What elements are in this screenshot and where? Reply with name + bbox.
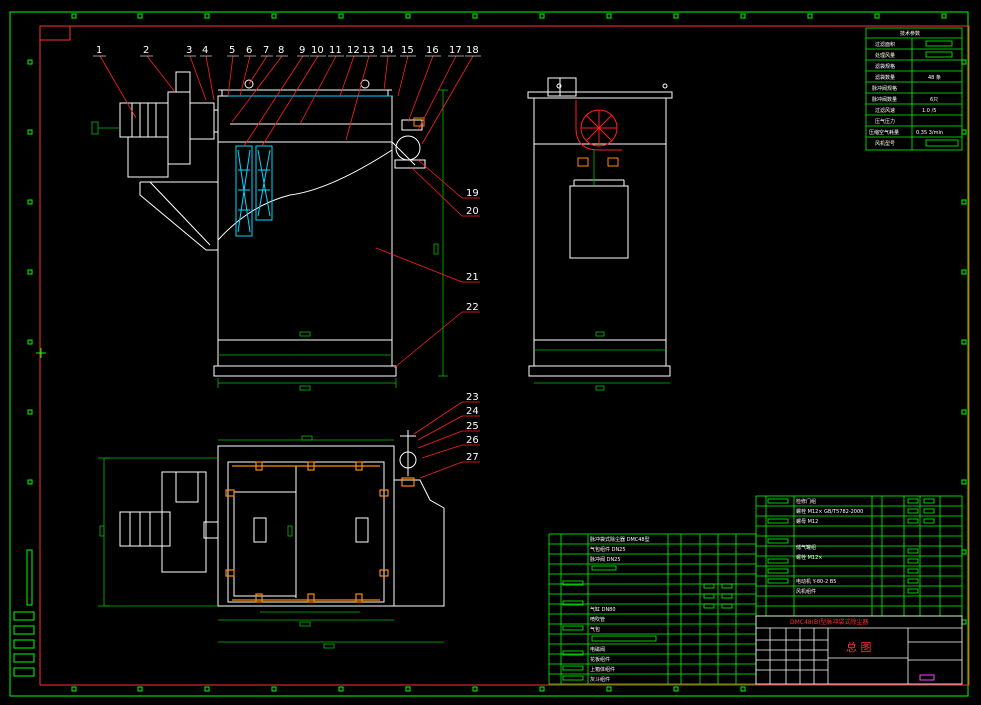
callout-1: 1: [96, 45, 102, 56]
drawing-name: 总 图: [846, 640, 872, 654]
bom-left-grid: [548, 533, 757, 685]
callout-13: 13: [362, 45, 375, 56]
bom-left-9: 气包: [590, 626, 600, 633]
front-dimensions: [91, 89, 448, 391]
tech-label-9: 风机型号: [875, 140, 895, 147]
bom-right-7: 电动机 Y-80-2 B5: [796, 578, 836, 585]
side-accent-parts: [577, 157, 619, 167]
tech-value-8: 0.35 3/min: [916, 130, 943, 136]
title-block: [755, 615, 963, 685]
callout-18: 18: [466, 45, 479, 56]
drawing-frame: [39, 25, 970, 686]
tech-table-text: 技术参数 过滤面积 处理风量 滤袋规格 滤袋数量 脉冲阀规格 脉冲阀数量 过滤风…: [869, 30, 943, 147]
side-fan: [575, 100, 622, 151]
bom-right-4: 储气罐组: [796, 544, 816, 551]
side-view: [527, 77, 673, 377]
callout-20: 20: [466, 206, 479, 217]
bom-right-0: 检修门组: [796, 498, 816, 505]
callout-26: 26: [466, 435, 479, 446]
callout-leaders: [99, 55, 480, 479]
callout-2: 2: [143, 45, 149, 56]
side-dimensions: [534, 150, 670, 391]
front-view: [119, 71, 426, 377]
callout-24: 24: [466, 406, 479, 417]
callout-16: 16: [426, 45, 439, 56]
callout-19: 19: [466, 188, 479, 199]
callout-14: 14: [381, 45, 394, 56]
bom-left-13: 上箱体组件: [590, 666, 615, 673]
front-accent-parts: [413, 117, 425, 127]
callout-11: 11: [329, 45, 342, 56]
bom-left-12: 花板组件: [590, 656, 610, 663]
callout-17: 17: [449, 45, 462, 56]
bom-left-14: 灰斗组件: [590, 676, 610, 683]
tech-label-2: 滤袋规格: [875, 63, 895, 70]
callout-6: 6: [246, 45, 252, 56]
callout-10: 10: [311, 45, 324, 56]
callout-7: 7: [263, 45, 269, 56]
sheet-border: [9, 11, 969, 697]
callout-21: 21: [466, 272, 479, 283]
tech-label-5: 脉冲阀数量: [872, 96, 897, 103]
callout-5: 5: [229, 45, 235, 56]
tech-title: 技术参数: [900, 30, 920, 37]
bom-right-5: 螺栓 M12×: [796, 554, 822, 561]
callout-15: 15: [401, 45, 414, 56]
callout-25: 25: [466, 421, 479, 432]
tech-label-4: 脉冲阀规格: [872, 85, 897, 92]
tech-value-3: 48 条: [928, 74, 941, 81]
bom-right-text: 检修门组 螺栓 M12× GB/T5782-2000 螺母 M12 储气罐组 螺…: [796, 498, 863, 595]
bom-right-8: 风机组件: [796, 588, 816, 595]
callout-12: 12: [347, 45, 360, 56]
bom-left-11: 电磁阀: [590, 646, 605, 653]
callout-27: 27: [466, 452, 479, 463]
tech-label-6: 过滤风速: [875, 107, 895, 114]
plan-accent-parts: [225, 461, 415, 603]
filter-bags-front: [228, 95, 392, 237]
tech-label-0: 过滤面积: [875, 41, 895, 48]
callout-22: 22: [466, 302, 479, 313]
callout-23: 23: [466, 392, 479, 403]
frame-ticks: [13, 13, 967, 692]
bom-right-2: 螺母 M12: [796, 518, 818, 525]
bom-right-1: 螺栓 M12× GB/T5782-2000: [796, 508, 863, 515]
plan-view: [119, 430, 445, 607]
project-title: DMC48(B)型脉冲袋式除尘器: [790, 618, 868, 626]
callout-8: 8: [278, 45, 284, 56]
tech-value-6: 1.0 /5: [922, 108, 936, 114]
tech-value-5: 6只: [930, 97, 938, 103]
side-callout-labels: 19 20 21 22: [466, 188, 479, 313]
callout-3: 3: [186, 45, 192, 56]
plan-dimensions: [98, 435, 444, 649]
tech-label-7: 压气压力: [875, 118, 895, 125]
tech-table: [865, 27, 963, 151]
bom-left-7: 气缸 DN80: [590, 606, 616, 613]
bom-left-2: 脉冲阀 DN25: [590, 556, 621, 563]
callout-4: 4: [202, 45, 208, 56]
plan-callout-labels: 23 24 25 26 27: [466, 392, 479, 463]
bom-left-8: 喷吹管: [590, 616, 605, 623]
tech-label-3: 滤袋数量: [875, 74, 895, 81]
bom-left-text: 脉冲袋式除尘器 DMC48型 气包组件 DN25 脉冲阀 DN25 气缸 DN8…: [590, 536, 650, 683]
bom-left-1: 气包组件 DN25: [590, 546, 626, 553]
front-callout-labels: 1 2 3 4 5 6 7 8 9 10 11 12 13 14 15 16 1…: [96, 45, 479, 56]
tech-label-8: 压缩空气耗量: [869, 129, 899, 136]
tech-label-1: 处理风量: [875, 52, 895, 59]
title-block-marks: [919, 674, 935, 681]
bom-left-0: 脉冲袋式除尘器 DMC48型: [590, 536, 650, 543]
title-block-text: DMC48(B)型脉冲袋式除尘器 总 图: [790, 618, 872, 654]
callout-9: 9: [299, 45, 305, 56]
